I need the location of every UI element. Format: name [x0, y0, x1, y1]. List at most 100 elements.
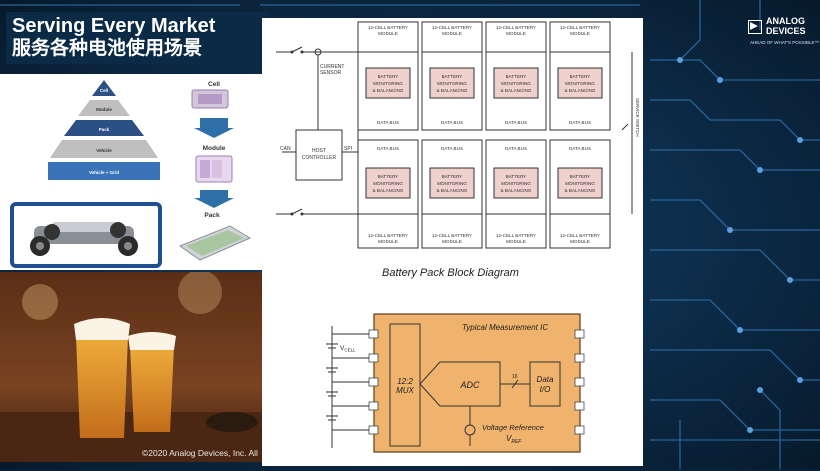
- data-bus-label: DATA BUS: [441, 146, 463, 151]
- module-label: MODULE: [570, 239, 590, 244]
- pyramid-level-module: [78, 100, 130, 116]
- monitor-label: BATTERY: [442, 174, 463, 179]
- mux-label-2: MUX: [396, 386, 414, 395]
- data-bus-label: DATA BUS: [569, 146, 591, 151]
- pyramid-label-vehicle-grid: Vehicle + Grid: [89, 170, 119, 175]
- bms-diagram-svg: CURRENT SENSOR HOST CONTROLLER CAN SPI S…: [276, 21, 640, 249]
- data-bus-label: DATA BUS: [505, 146, 527, 151]
- data-io-block: [529, 361, 561, 407]
- title-banner: Serving Every Market 服务各种电池使用场景: [6, 12, 270, 64]
- module-label: 12-CELL BATTERY: [560, 25, 600, 30]
- data-bus-label: DATA BUS: [569, 120, 591, 125]
- logo-triangle-icon: [748, 20, 762, 34]
- data-io-label-1: Data: [537, 375, 554, 384]
- monitor-label: MONITORING: [565, 181, 595, 186]
- spi-label: SPI: [344, 146, 352, 152]
- module-label: MODULE: [570, 31, 590, 36]
- module-label: MODULE: [378, 31, 398, 36]
- host-label-1: HOST: [312, 148, 326, 154]
- monitor-label: MONITORING: [373, 181, 403, 186]
- module-label: 12-CELL BATTERY: [560, 233, 600, 238]
- data-bus-label: DATA BUS: [377, 120, 399, 125]
- analog-devices-logo: ANALOG DEVICES AHEAD OF WHAT'S POSSIBLE™: [748, 16, 819, 56]
- data-io-label-2: I/O: [540, 385, 551, 394]
- monitor-label: & BALANCING: [373, 88, 404, 93]
- monitor-label: BATTERY: [442, 74, 463, 79]
- module-label: 12-CELL BATTERY: [496, 233, 536, 238]
- battery-module-bottom-4: DATA BUS BATTERY MONITORING & BALANCING 12-C…: [549, 139, 611, 249]
- monitor-label: & BALANCING: [373, 188, 404, 193]
- pyramid-label-cell: Cell: [100, 88, 108, 93]
- monitor-label: BATTERY: [506, 74, 527, 79]
- ic-title: Typical Measurement IC: [462, 323, 548, 332]
- module-label: MODULE: [378, 239, 398, 244]
- cell-stack: [326, 326, 369, 448]
- logo-name-line1: ANALOG: [766, 16, 805, 26]
- monitor-label: MONITORING: [501, 81, 531, 86]
- pyramid-label-pack: Pack: [99, 127, 110, 132]
- market-levels-graphic: Cell Module Pack Vehicle Vehicle + Grid …: [10, 80, 252, 268]
- copyright-notice: ©2020 Analog Devices, Inc. All: [142, 448, 258, 458]
- pyramid-level-vehicle: [50, 140, 158, 158]
- flow-label-module: Module: [203, 145, 226, 152]
- measurement-ic-diagram: Battery Pack Block Diagram Typical Measu…: [262, 258, 643, 466]
- monitor-label: & BALANCING: [437, 88, 468, 93]
- monitor-label: BATTERY: [378, 174, 399, 179]
- module-label: MODULE: [506, 31, 526, 36]
- pyramid: Cell Module Pack Vehicle Vehicle + Grid: [48, 80, 160, 180]
- pyramid-level-cell: [92, 80, 116, 96]
- data-bus-label: DATA BUS: [505, 120, 527, 125]
- vcell-label: VCELL: [340, 345, 356, 353]
- monitor-label: BATTERY: [570, 174, 591, 179]
- pyramid-label-vehicle: Vehicle: [96, 148, 112, 153]
- vref-caption: Voltage Reference: [482, 423, 544, 432]
- flow-label-cell: Cell: [208, 81, 220, 88]
- beer-glass-right: [128, 332, 176, 432]
- module-label: MODULE: [442, 31, 462, 36]
- monitor-label: MONITORING: [501, 181, 531, 186]
- can-label: CAN: [280, 146, 291, 152]
- switch-bottom-icon: [290, 208, 304, 216]
- vref-label: VREF: [506, 434, 522, 445]
- current-sensor-label-2: SENSOR: [320, 70, 342, 76]
- battery-module-top-4: 12-CELL BATTERYMODULEBATTERYMONITORING& …: [549, 21, 611, 131]
- adc-diagram-svg: Battery Pack Block Diagram Typical Measu…: [326, 267, 585, 453]
- monitor-label: BATTERY: [506, 174, 527, 179]
- switch-top-icon: [290, 46, 304, 54]
- module-label: 12-CELL BATTERY: [368, 233, 408, 238]
- module-label: MODULE: [442, 239, 462, 244]
- monitor-label: & BALANCING: [565, 88, 596, 93]
- title-chinese: 服务各种电池使用场景: [12, 38, 203, 59]
- monitor-label: BATTERY: [378, 74, 399, 79]
- module-label: 12-CELL BATTERY: [432, 25, 472, 30]
- battery-module-top-2: 12-CELL BATTERYMODULEBATTERYMONITORING& …: [421, 21, 483, 131]
- beer-glass-left: [74, 318, 130, 438]
- arrow-down-icon: [194, 118, 234, 138]
- host-controller-box: [295, 129, 343, 181]
- module-label: 12-CELL BATTERY: [368, 25, 408, 30]
- monitor-label: MONITORING: [437, 181, 467, 186]
- current-sensor-label-1: CURRENT: [320, 64, 344, 70]
- market-levels-panel: Cell Module Pack Vehicle Vehicle + Grid …: [0, 74, 262, 270]
- monitor-label: & BALANCING: [565, 188, 596, 193]
- pyramid-level-pack: [64, 120, 144, 136]
- bit-width-label: 16: [512, 374, 518, 380]
- battery-module-bottom-1: DATA BUS BATTERY MONITORING & BALANCING 12-C…: [357, 139, 419, 249]
- logo-name: ANALOG DEVICES: [766, 16, 806, 36]
- data-bus-label: DATA BUS: [441, 120, 463, 125]
- title-english: Serving Every Market: [12, 15, 216, 37]
- module-label: MODULE: [506, 239, 526, 244]
- vehicle-chassis-image: [10, 202, 162, 268]
- pyramid-level-vehicle-grid: [48, 162, 160, 180]
- data-bus-label: DATA BUS: [377, 146, 399, 151]
- monitor-label: MONITORING: [373, 81, 403, 86]
- monitor-label: & BALANCING: [501, 88, 532, 93]
- monitor-label: BATTERY: [570, 74, 591, 79]
- measurement-ic-body: [373, 313, 581, 453]
- module-label: 12-CELL BATTERY: [496, 25, 536, 30]
- flow-label-pack: Pack: [204, 212, 220, 219]
